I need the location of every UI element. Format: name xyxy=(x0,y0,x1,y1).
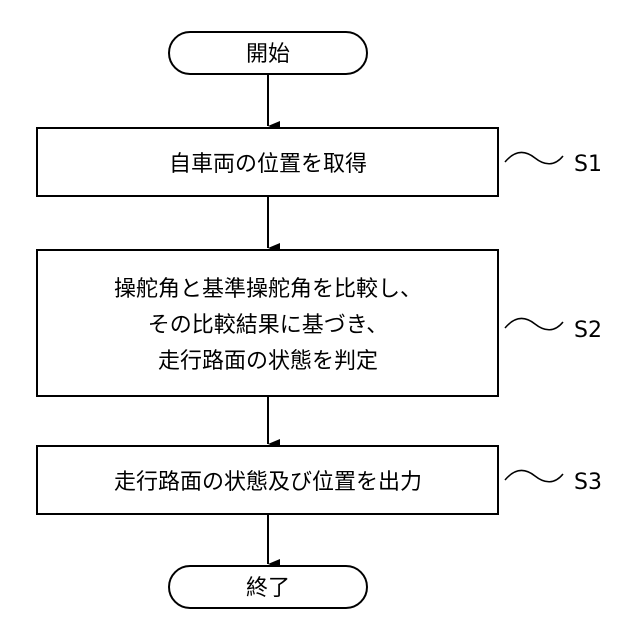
step-s3-connector xyxy=(505,470,563,481)
step-s2-connector xyxy=(505,318,563,329)
step-s2-line-2: その比較結果に基づき、 xyxy=(148,313,388,338)
end-label: 終了 xyxy=(246,576,290,601)
step-s3-text: 走行路面の状態及び位置を出力 xyxy=(114,470,422,495)
start-label: 開始 xyxy=(246,42,290,67)
step-s2-line-1: 操舵角と基準操舵角を比較し、 xyxy=(114,277,422,302)
step-s3-label: S3 xyxy=(574,470,602,495)
step-s2-line-3: 走行路面の状態を判定 xyxy=(158,349,378,374)
step-s1-connector xyxy=(505,152,563,163)
step-s1-text: 自車両の位置を取得 xyxy=(169,152,367,177)
step-s1-label: S1 xyxy=(574,152,602,177)
step-s2-label: S2 xyxy=(574,318,602,343)
